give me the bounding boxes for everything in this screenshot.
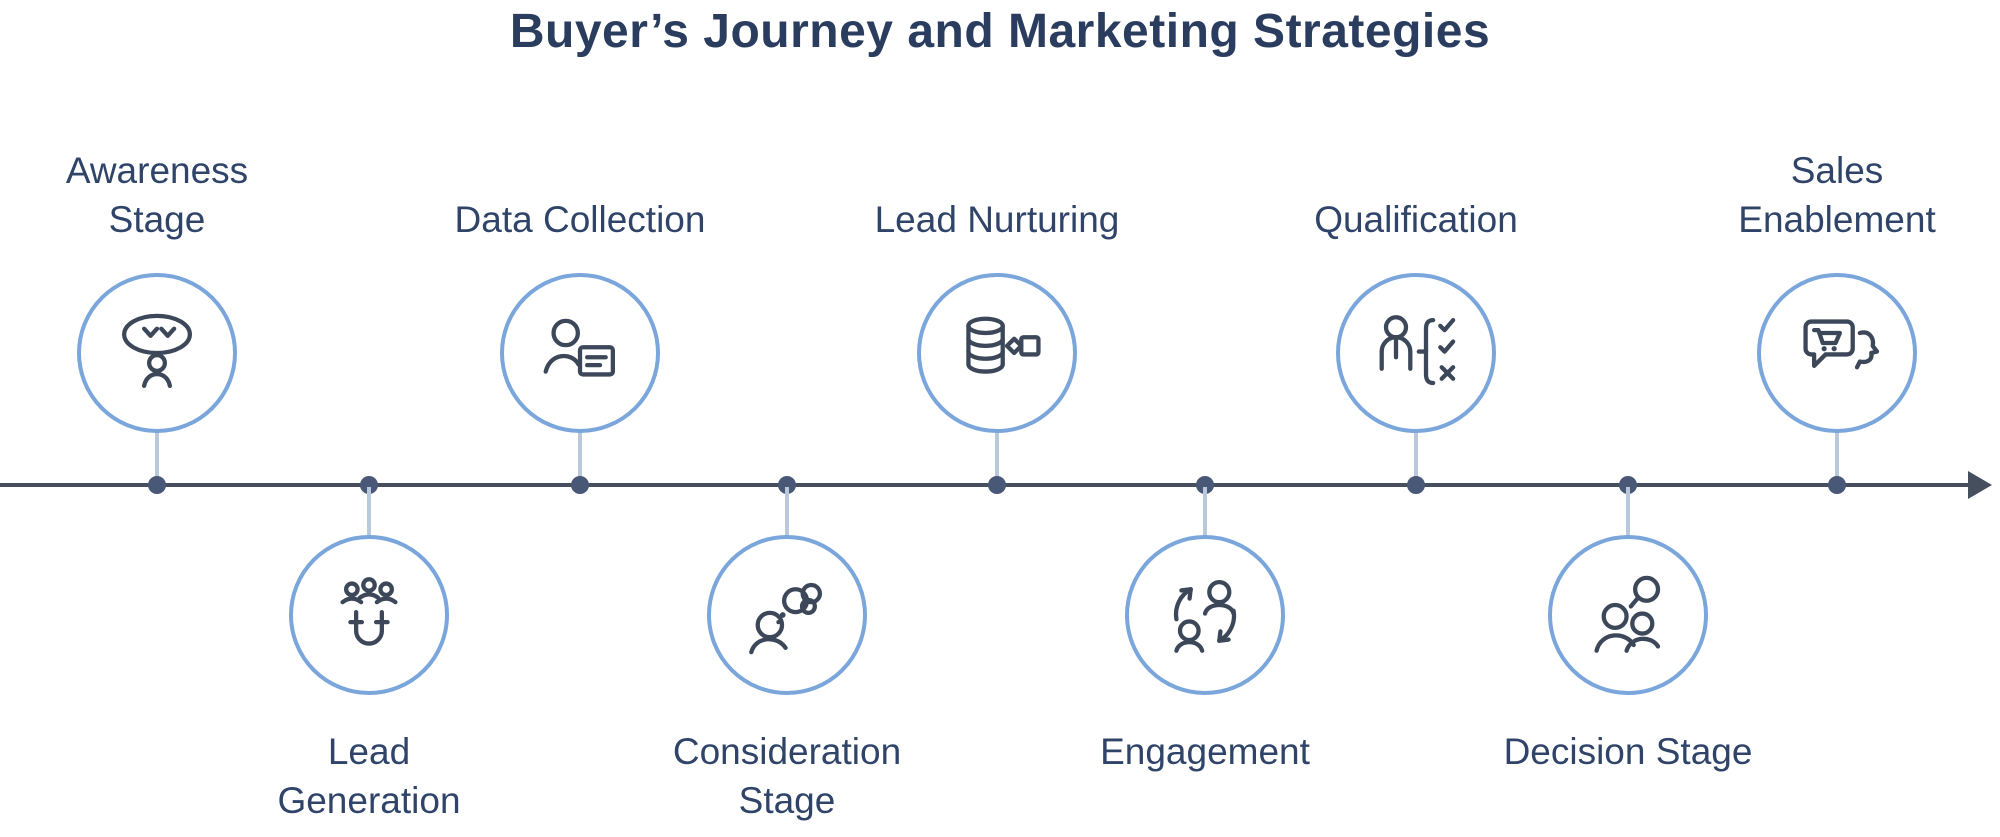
milestone-label: Qualification xyxy=(1314,199,1518,241)
timeline-dot xyxy=(1407,476,1425,494)
connector-stem xyxy=(785,487,789,539)
connector-stem xyxy=(155,428,159,478)
timeline-dot xyxy=(1828,476,1846,494)
milestone-circle xyxy=(289,535,449,695)
connector-stem xyxy=(578,428,582,478)
milestone-circle xyxy=(1548,535,1708,695)
milestone-circle xyxy=(1336,273,1496,433)
milestone-label: Lead Generation xyxy=(277,731,461,821)
connector-stem xyxy=(1626,487,1630,539)
timeline-line xyxy=(0,483,1972,487)
timeline-dot xyxy=(360,476,378,494)
timeline-dot xyxy=(1619,476,1637,494)
milestone-circle xyxy=(917,273,1077,433)
timeline-arrowhead-icon xyxy=(1968,471,1992,499)
milestone-label: Decision Stage xyxy=(1503,731,1753,772)
connector-stem xyxy=(1835,428,1839,478)
milestone-label: Lead Nurturing xyxy=(874,199,1120,241)
people-search-icon xyxy=(1578,565,1678,665)
milestone-label: Sales Enablement xyxy=(1738,150,1936,241)
people-exchange-icon xyxy=(1155,565,1255,665)
person-thinking-icon xyxy=(737,565,837,665)
milestone-label: Data Collection xyxy=(454,199,706,241)
magnet-leads-icon xyxy=(319,565,419,665)
milestone-circle xyxy=(1125,535,1285,695)
milestone-circle xyxy=(1757,273,1917,433)
connector-stem xyxy=(367,487,371,539)
chat-cart-profile-icon xyxy=(1787,303,1887,403)
timeline-dot xyxy=(571,476,589,494)
person-document-icon xyxy=(530,303,630,403)
timeline-dot xyxy=(778,476,796,494)
milestone-circle xyxy=(500,273,660,433)
milestone-circle xyxy=(77,273,237,433)
person-checklist-icon xyxy=(1366,303,1466,403)
diagram-title: Buyer’s Journey and Marketing Strategies xyxy=(509,5,1491,58)
timeline-dot xyxy=(988,476,1006,494)
milestone-label: Engagement xyxy=(1100,731,1310,772)
connector-stem xyxy=(1414,428,1418,478)
connector-stem xyxy=(995,428,999,478)
database-link-icon xyxy=(947,303,1047,403)
timeline-dot xyxy=(148,476,166,494)
milestone-circle xyxy=(707,535,867,695)
milestone-label: Consideration Stage xyxy=(672,731,902,821)
announcement-person-icon xyxy=(107,303,207,403)
timeline-dot xyxy=(1196,476,1214,494)
connector-stem xyxy=(1203,487,1207,539)
milestone-label: Awareness Stage xyxy=(65,150,249,241)
